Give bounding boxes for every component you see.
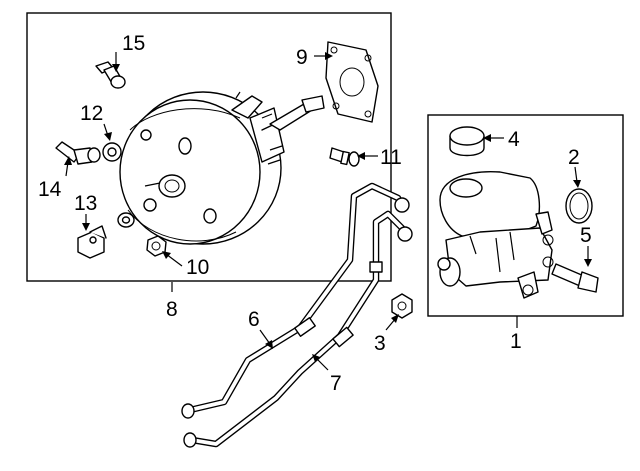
callout-3: 3 [374, 332, 386, 355]
part-5-level-sensor[interactable] [551, 263, 599, 293]
callout-12: 12 [80, 102, 103, 125]
part-13-vacuum-sensor[interactable] [77, 225, 107, 259]
callout-1: 1 [510, 330, 522, 353]
part-9-gasket[interactable] [325, 41, 379, 123]
callout-7: 7 [330, 372, 342, 395]
master-cylinder-group-box [427, 114, 624, 317]
callout-2: 2 [568, 146, 580, 169]
part-7-brake-line[interactable] [183, 210, 413, 448]
callout-6: 6 [248, 308, 260, 331]
leader-lines [64, 52, 592, 371]
callout-5: 5 [580, 224, 592, 247]
part-1-master-cylinder[interactable] [437, 171, 554, 299]
callout-labels: 15 12 14 13 10 9 11 8 6 7 3 1 4 2 5 [38, 32, 592, 395]
callout-8: 8 [166, 298, 178, 321]
callout-15: 15 [122, 32, 145, 55]
callout-4: 4 [508, 128, 520, 151]
callout-10: 10 [186, 256, 209, 279]
callout-9: 9 [296, 46, 308, 69]
part-15-bolt[interactable] [95, 61, 126, 89]
part-12-grommet[interactable] [102, 142, 122, 162]
part-6-brake-line[interactable] [181, 182, 410, 419]
brake-booster[interactable] [119, 91, 325, 245]
part-11-seal-stud[interactable] [329, 147, 360, 167]
booster-grommet [117, 212, 135, 228]
part-2-o-ring[interactable] [565, 188, 593, 224]
part-14-check-valve[interactable] [55, 141, 101, 165]
callout-11: 11 [380, 146, 402, 169]
callout-13: 13 [74, 192, 97, 215]
brake-booster-group-box [26, 12, 392, 282]
callout-14: 14 [38, 178, 62, 201]
part-3-nut[interactable] [391, 293, 413, 319]
part-4-reservoir-cap[interactable] [449, 126, 485, 157]
